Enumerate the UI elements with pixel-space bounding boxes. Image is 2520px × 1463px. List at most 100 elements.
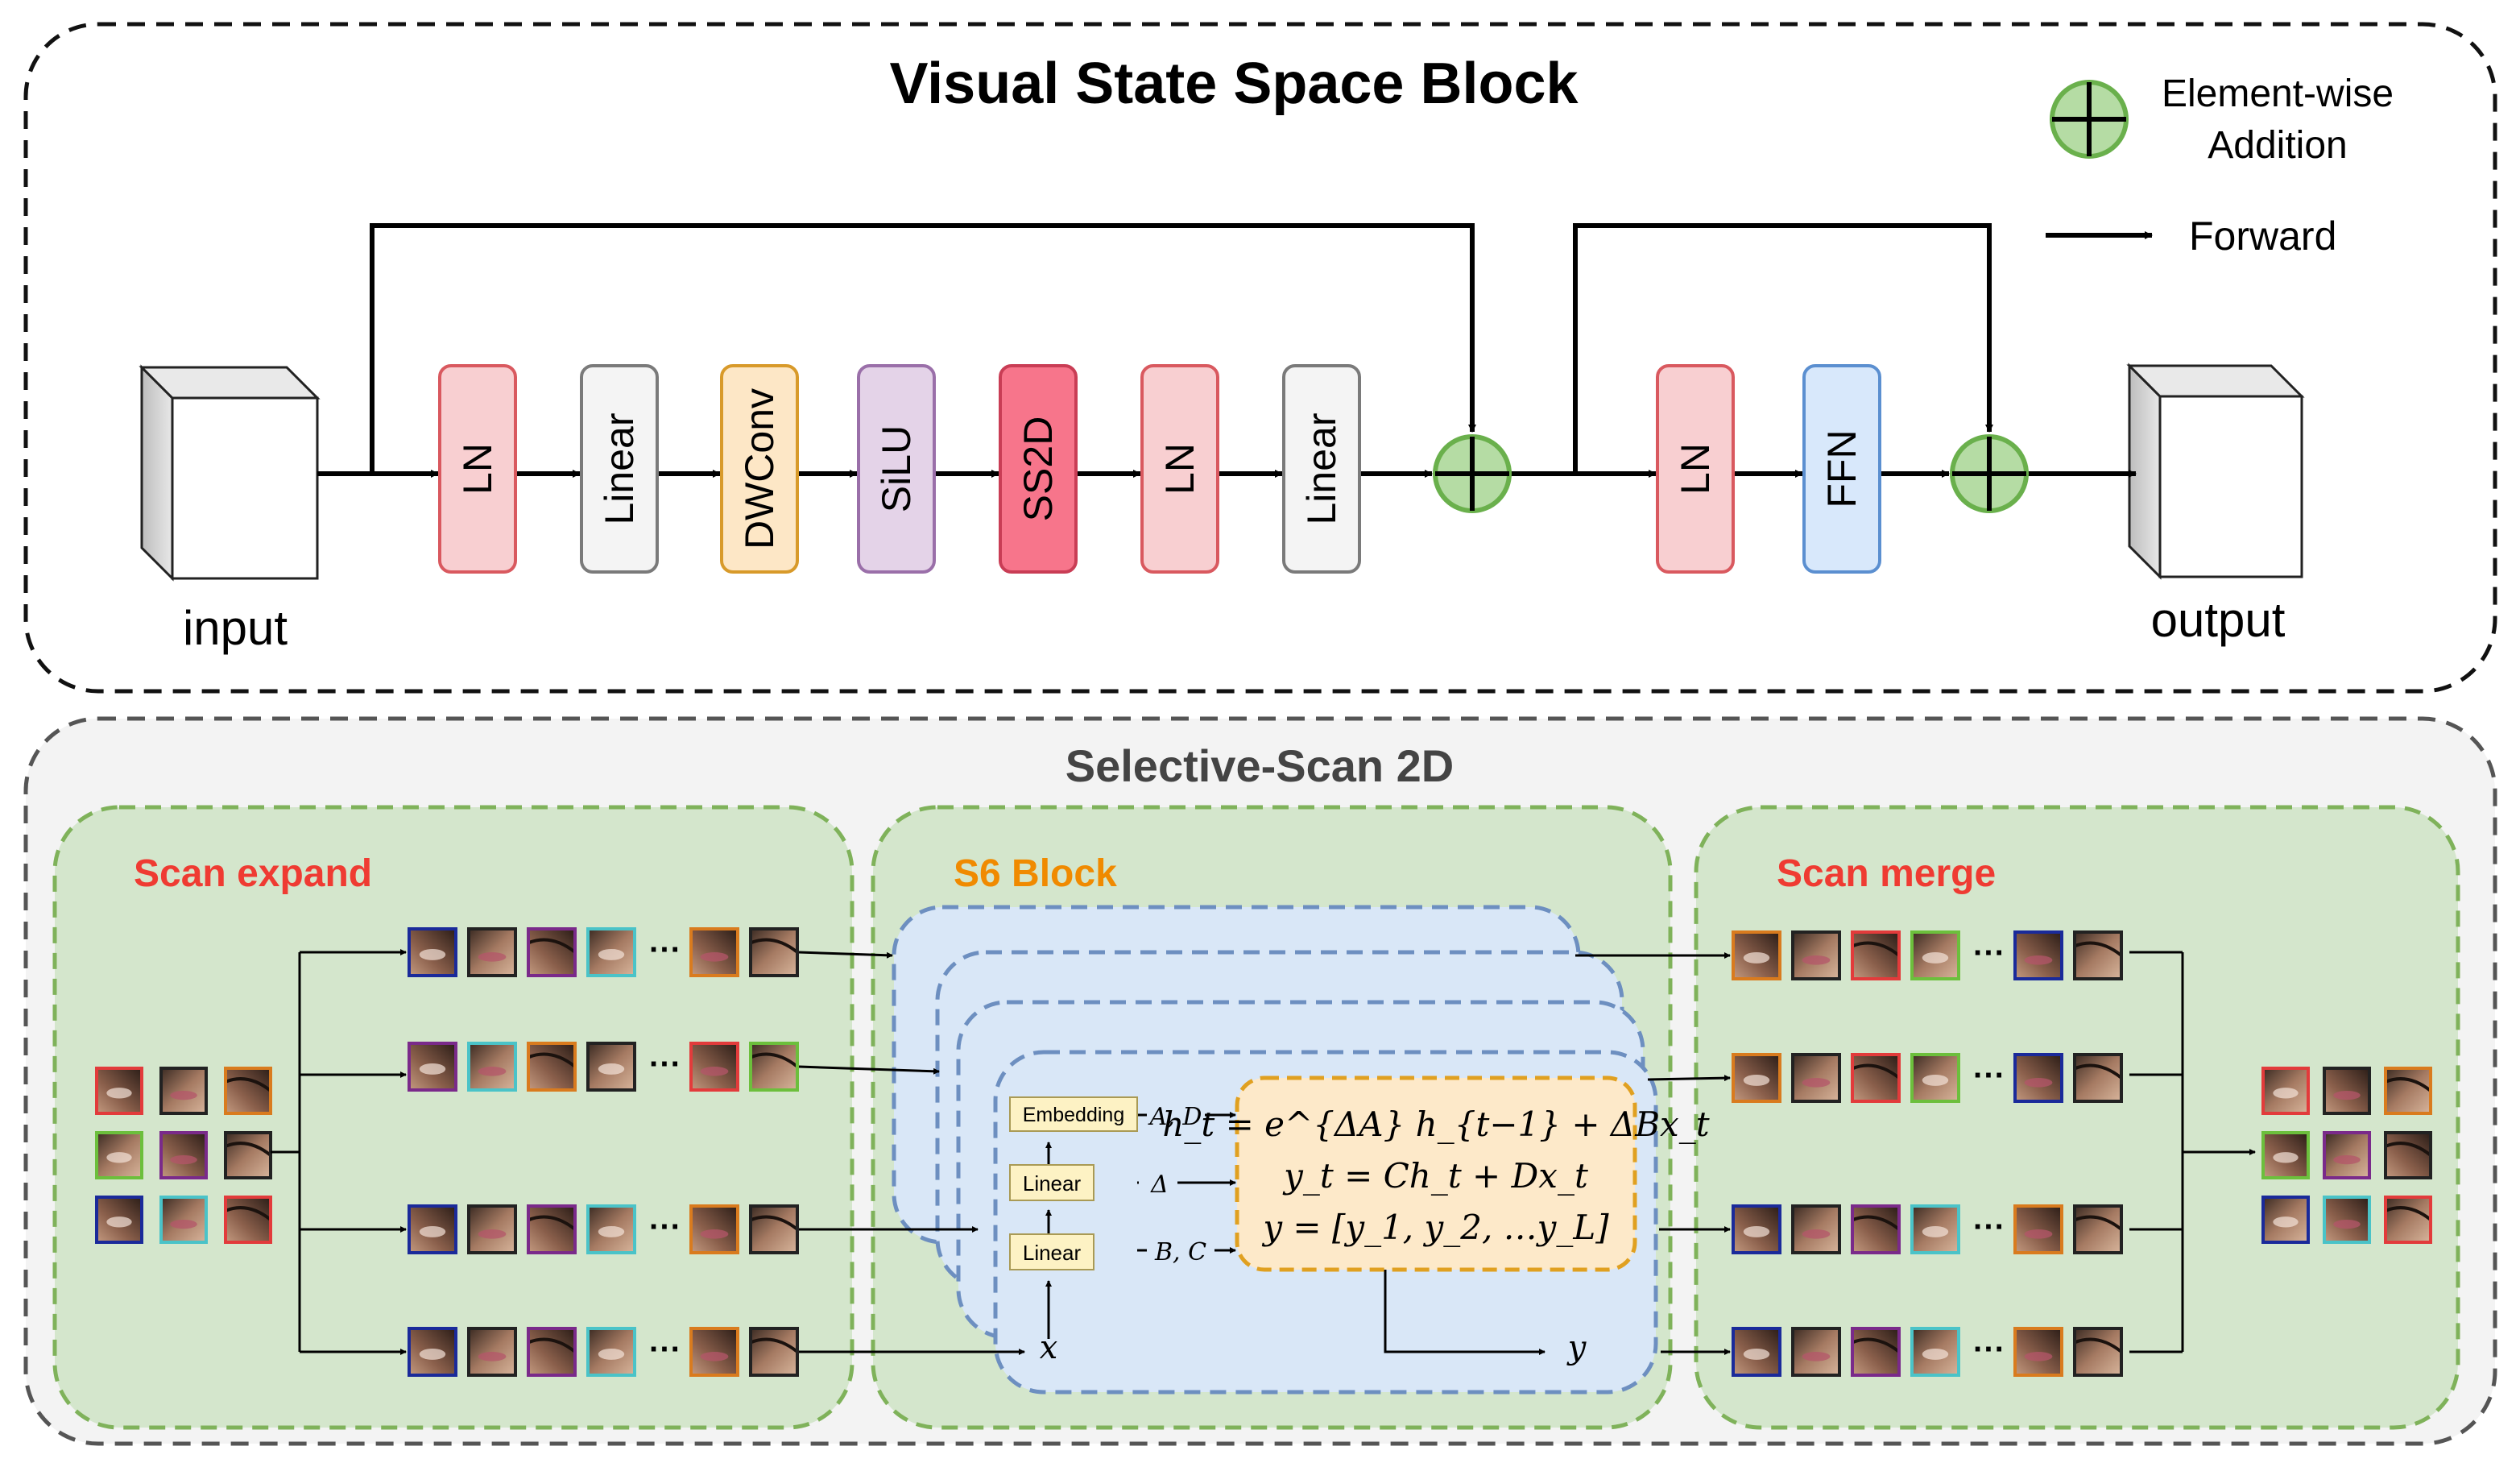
face-thumbnail [1910, 1204, 1960, 1254]
face-thumbnail [1791, 930, 1841, 980]
block-linear2: Linear [1282, 364, 1361, 574]
ellipsis-dots: ··· [1973, 1058, 2005, 1093]
x-label: x [1040, 1329, 1058, 1366]
face-thumbnail [95, 1067, 143, 1115]
adder-2-icon [1950, 434, 2029, 513]
equations-box [1235, 1075, 1637, 1272]
equation-state: h_t = e^{ΔA} h_{t−1} + ΔBx_t [1162, 1105, 1709, 1144]
block-ln3: LN [1656, 364, 1735, 574]
block-linear1: Linear [580, 364, 659, 574]
face-thumbnail [1910, 1327, 1960, 1377]
block-ffn-box [1802, 364, 1881, 574]
face-thumbnail [224, 1131, 272, 1179]
input-cube-icon [139, 364, 321, 582]
face-thumbnail [1732, 1053, 1781, 1103]
face-thumbnail [159, 1196, 208, 1244]
block-ln1-label: LN [455, 443, 500, 495]
face-thumbnail [2073, 1327, 2123, 1377]
s6-internal-arrows [1045, 1112, 1546, 1355]
output-cube-icon [2126, 363, 2305, 580]
face-thumbnail [1791, 1053, 1841, 1103]
face-thumbnail [408, 927, 457, 977]
face-thumbnail [2384, 1131, 2432, 1179]
face-thumbnail [689, 1327, 739, 1377]
face-thumbnail [224, 1196, 272, 1244]
ellipsis-dots: ··· [649, 932, 681, 968]
embedding-label: Embedding [1023, 1104, 1124, 1126]
face-thumbnail [159, 1067, 208, 1115]
scan-expand-panel [52, 805, 854, 1430]
face-thumbnail [1732, 930, 1781, 980]
block-ln2: LN [1140, 364, 1219, 574]
vss-title: Visual State Space Block [889, 52, 1579, 116]
face-thumbnail [2073, 1204, 2123, 1254]
legend-addition-line1: Element-wise [2162, 73, 2394, 115]
block-ln2-label: LN [1157, 443, 1202, 495]
face-thumbnail [689, 927, 739, 977]
face-thumbnail [1791, 1327, 1841, 1377]
face-thumbnail [749, 1204, 799, 1254]
face-thumbnail [2013, 1053, 2063, 1103]
legend: Element-wise Addition Forward [2046, 73, 2394, 259]
ellipsis-dots: ··· [649, 1046, 681, 1082]
block-ss2d: SS2D [999, 364, 1078, 574]
scan-thumbnails: ························ [95, 927, 2432, 1377]
block-ln2-box [1140, 364, 1219, 574]
block-silu: SiLU [857, 364, 936, 574]
face-thumbnail [1732, 1327, 1781, 1377]
face-thumbnail [749, 1327, 799, 1377]
face-thumbnail [527, 927, 577, 977]
legend-addition-line2: Addition [2208, 124, 2347, 167]
bc-label: B, C [1154, 1238, 1206, 1266]
block-linear1-label: Linear [597, 413, 642, 525]
equation-output: y_t = Ch_t + Dx_t [1282, 1156, 1588, 1196]
delta-label: Δ [1150, 1171, 1169, 1199]
face-thumbnail [159, 1131, 208, 1179]
ellipsis-dots: ··· [1973, 935, 2005, 971]
face-thumbnail [2384, 1067, 2432, 1115]
face-thumbnail [586, 1327, 636, 1377]
block-linear2-label: Linear [1299, 413, 1344, 525]
block-linear2-box [1282, 364, 1361, 574]
block-ln1-box [438, 364, 517, 574]
linear-delta-box [1009, 1164, 1094, 1201]
ellipsis-dots: ··· [649, 1332, 681, 1367]
output-label: output [2151, 593, 2286, 647]
block-ln1: LN [438, 364, 517, 574]
scan-routing-arrows [271, 949, 2256, 1355]
face-thumbnail [467, 1042, 517, 1092]
face-thumbnail [467, 927, 517, 977]
face-thumbnail [95, 1131, 143, 1179]
face-thumbnail [527, 1042, 577, 1092]
face-thumbnail [2013, 1204, 2063, 1254]
face-thumbnail [2323, 1131, 2371, 1179]
face-thumbnail [586, 1204, 636, 1254]
face-thumbnail [2323, 1196, 2371, 1244]
block-ln3-box [1656, 364, 1735, 574]
block-silu-box [857, 364, 936, 574]
face-thumbnail [527, 1204, 577, 1254]
ss2d-title: Selective-Scan 2D [1066, 740, 1454, 791]
face-thumbnail [1791, 1204, 1841, 1254]
face-thumbnail [2261, 1131, 2310, 1179]
face-thumbnail [2384, 1196, 2432, 1244]
face-thumbnail [408, 1204, 457, 1254]
forward-arrows [317, 223, 2137, 478]
face-thumbnail [2013, 1327, 2063, 1377]
adder-1-icon [1433, 434, 1512, 513]
scan-expand-title: Scan expand [134, 852, 372, 895]
face-thumbnail [2261, 1196, 2310, 1244]
face-thumbnail [586, 1042, 636, 1092]
s6-block-title: S6 Block [954, 852, 1117, 895]
face-thumbnail [1851, 930, 1901, 980]
block-dwconv-label: DWConv [737, 388, 782, 549]
block-ss2d-box [999, 364, 1078, 574]
block-silu-label: SiLU [874, 425, 919, 512]
face-thumbnail [527, 1327, 577, 1377]
linear-bc-box [1009, 1233, 1094, 1270]
block-dwconv-box [720, 364, 799, 574]
scan-merge-title: Scan merge [1777, 852, 1996, 895]
face-thumbnail [2073, 930, 2123, 980]
